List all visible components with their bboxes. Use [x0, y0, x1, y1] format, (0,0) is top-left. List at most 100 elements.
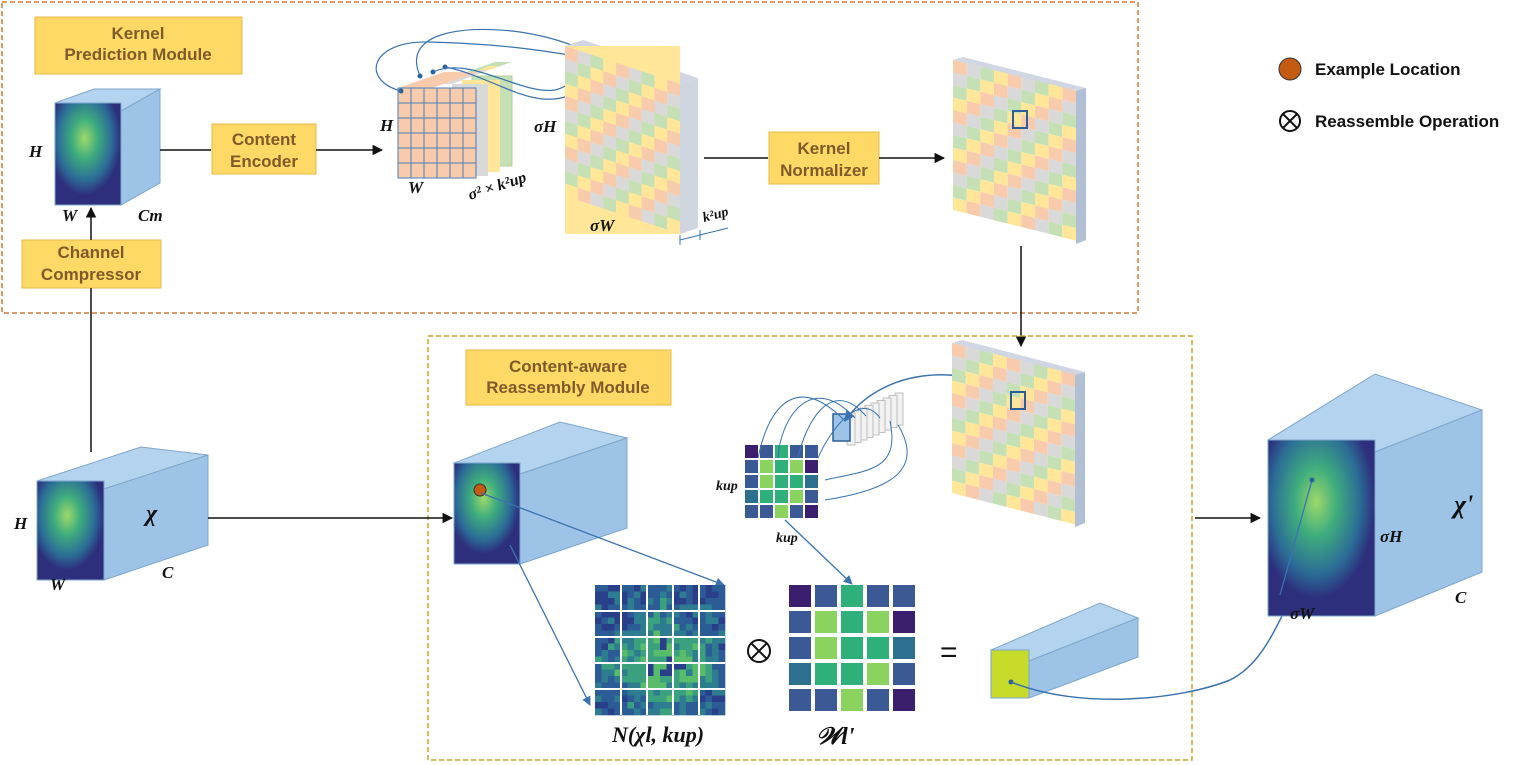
patch-pixel [666, 637, 674, 644]
patch-pixel [614, 617, 622, 625]
kernel-cell [565, 71, 578, 88]
patch-pixel [621, 617, 628, 625]
patch-pixel [666, 663, 674, 670]
kernel-cell [1006, 457, 1021, 473]
patch-pixel [712, 598, 719, 605]
kernel-cell [1034, 464, 1048, 480]
kernel-cell [577, 75, 591, 92]
grid-cell [775, 460, 788, 473]
kernel-cell [1048, 196, 1063, 213]
label-cm: Cm [138, 206, 163, 225]
patch-pixel [653, 669, 661, 677]
patch-pixel [660, 604, 667, 612]
label-sigmaW-top: σW [590, 216, 616, 235]
patch-pixel [692, 695, 700, 703]
patch-pixel [718, 630, 726, 638]
patch-pixel [634, 708, 641, 716]
patch-pixel [699, 669, 706, 677]
kernel-cell [952, 468, 966, 484]
kernel-cell [952, 405, 966, 422]
grid-cell [805, 460, 818, 473]
kernel-cell [641, 183, 655, 201]
patch-pixel [614, 637, 622, 644]
kernel-cell [1061, 458, 1075, 475]
kernel-cell [590, 154, 604, 172]
kernel-cell [577, 137, 591, 155]
kernel-cell [980, 66, 994, 83]
patch-pixel [686, 637, 693, 644]
patch-pixel [634, 617, 641, 625]
kernel-cell [654, 175, 668, 193]
kernel-cell [654, 212, 668, 230]
kernel-cell [1035, 105, 1049, 122]
patch-pixel [614, 604, 622, 612]
patch-pixel [660, 702, 667, 709]
kernel-cell [966, 188, 981, 205]
patch-pixel [627, 682, 635, 690]
kernel-cell [1021, 139, 1035, 156]
patch-pixel [699, 650, 706, 657]
kernel-cell [952, 418, 966, 434]
kernel-cell [1035, 142, 1049, 159]
patch-pixel [614, 669, 622, 677]
patch-pixel [647, 591, 654, 599]
kernel-cell [1047, 367, 1062, 384]
patch-pixel [660, 630, 667, 638]
kernel-cell [1061, 396, 1075, 412]
patch-pixel [640, 708, 648, 716]
kernel-cell [1021, 214, 1035, 231]
patch-pixel [608, 708, 615, 716]
kernel-cell [979, 437, 993, 454]
grid-cell [790, 475, 803, 488]
patch-pixel [595, 702, 602, 709]
patch-pixel [614, 702, 622, 709]
patch-pixel [640, 689, 648, 696]
kernel-cell [966, 63, 981, 80]
patch-pixel [601, 702, 609, 709]
patch-pixel [601, 663, 609, 670]
patch-pixel [608, 611, 615, 618]
kernel-cell [603, 108, 617, 126]
patch-pixel [673, 598, 680, 605]
patch-pixel [712, 585, 719, 592]
patch-pixel [686, 695, 693, 703]
kernel-cell [654, 137, 668, 155]
patch-pixel [692, 682, 700, 690]
patch-pixel [653, 656, 661, 664]
kernel-cell [1035, 205, 1049, 222]
patch-pixel [621, 585, 628, 592]
patch-pixel [634, 702, 641, 709]
patch-pixel [621, 669, 628, 677]
kernel-cell [966, 138, 981, 155]
patch-pixel [614, 689, 622, 696]
grid-cell [760, 445, 773, 458]
kernel-cell [952, 443, 966, 459]
grid-cell [760, 475, 773, 488]
kernel-cell [966, 150, 981, 167]
patch-pixel [699, 643, 706, 651]
patch-pixel [627, 676, 635, 683]
kernel-cell [1047, 380, 1062, 396]
kernel-cell [966, 75, 981, 92]
kernel-cell [980, 129, 994, 146]
patch-pixel [601, 650, 609, 657]
patch-pixel [595, 624, 602, 631]
patch-pixel [621, 702, 628, 709]
kernel-cell [1035, 192, 1049, 209]
patch-pixel [692, 604, 700, 612]
patch-pixel [647, 598, 654, 605]
kernel-cell [1007, 136, 1022, 152]
patch-pixel [653, 604, 661, 612]
neighborhood-arrows [480, 492, 725, 706]
patch-pixel [621, 604, 628, 612]
patch-pixel [666, 669, 674, 677]
patch-pixel [653, 591, 661, 599]
kernel-cell [1021, 177, 1035, 193]
patch-pixel [692, 656, 700, 664]
patch-pixel [634, 598, 641, 605]
kernel-cell [641, 96, 655, 113]
patch-pixel [692, 591, 700, 599]
kernel-cell [965, 471, 980, 488]
patch-pixel [699, 591, 706, 599]
kernel-cell [654, 162, 668, 180]
